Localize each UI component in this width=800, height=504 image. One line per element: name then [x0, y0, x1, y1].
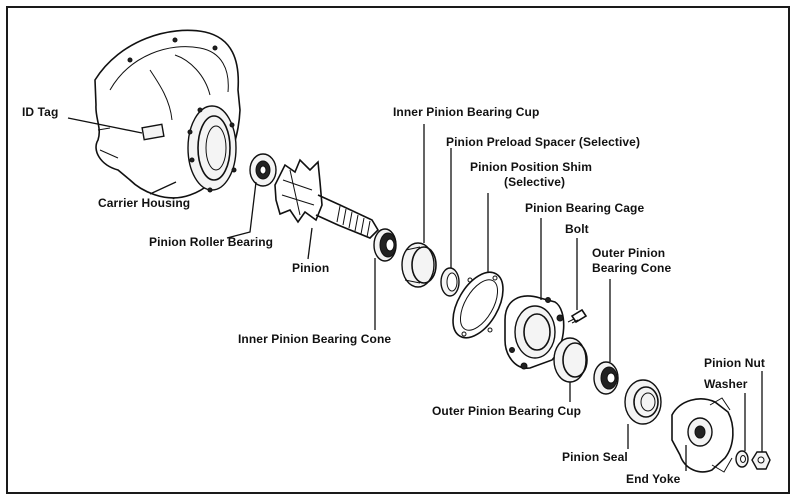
pinion-seal-drawing [624, 379, 662, 425]
leader-lines [67, 117, 763, 471]
pinion-gear-drawing [274, 158, 380, 239]
label-id-tag: ID Tag [22, 105, 59, 119]
label-pinion-bearing-cage: Pinion Bearing Cage [525, 201, 645, 215]
pinion-nut-drawing [751, 451, 771, 470]
label-pinion-position-shim: Pinion Position Shim [470, 160, 592, 174]
label-outer-pinion-bearing-cup: Outer Pinion Bearing Cup [432, 404, 582, 418]
label-outer-pinion-bearing-cone-line2: Bearing Cone [592, 261, 672, 275]
washer-drawing [735, 450, 749, 468]
label-inner-pinion-bearing-cup: Inner Pinion Bearing Cup [393, 105, 540, 119]
label-end-yoke: End Yoke [626, 472, 681, 486]
bolt-drawing [567, 308, 588, 324]
label-pinion-position-shim-selective: (Selective) [504, 175, 566, 189]
label-pinion-nut: Pinion Nut [704, 356, 765, 370]
label-bolt: Bolt [565, 222, 589, 236]
pinion-roller-bearing-drawing [249, 153, 277, 187]
label-pinion-roller-bearing: Pinion Roller Bearing [149, 235, 274, 249]
outer-bearing-cup-drawing [553, 337, 588, 383]
label-outer-pinion-bearing-cone: Outer Pinion [592, 246, 666, 260]
inner-bearing-cone-drawing [373, 228, 397, 262]
bearing-cage-drawing [504, 295, 565, 370]
label-pinion-seal: Pinion Seal [562, 450, 628, 464]
outer-bearing-cone-drawing [593, 361, 619, 395]
position-shim-drawing [452, 271, 504, 339]
label-pinion: Pinion [292, 261, 330, 275]
end-yoke-drawing [671, 397, 734, 473]
inner-bearing-cup-drawing [401, 242, 437, 288]
diagram-border [6, 6, 790, 494]
label-washer: Washer [704, 377, 748, 391]
label-pinion-preload-spacer: Pinion Preload Spacer (Selective) [446, 135, 641, 149]
preload-spacer-drawing [440, 267, 460, 297]
label-inner-pinion-bearing-cone: Inner Pinion Bearing Cone [238, 332, 392, 346]
carrier-housing-drawing [94, 29, 241, 199]
label-carrier-housing: Carrier Housing [98, 196, 191, 210]
